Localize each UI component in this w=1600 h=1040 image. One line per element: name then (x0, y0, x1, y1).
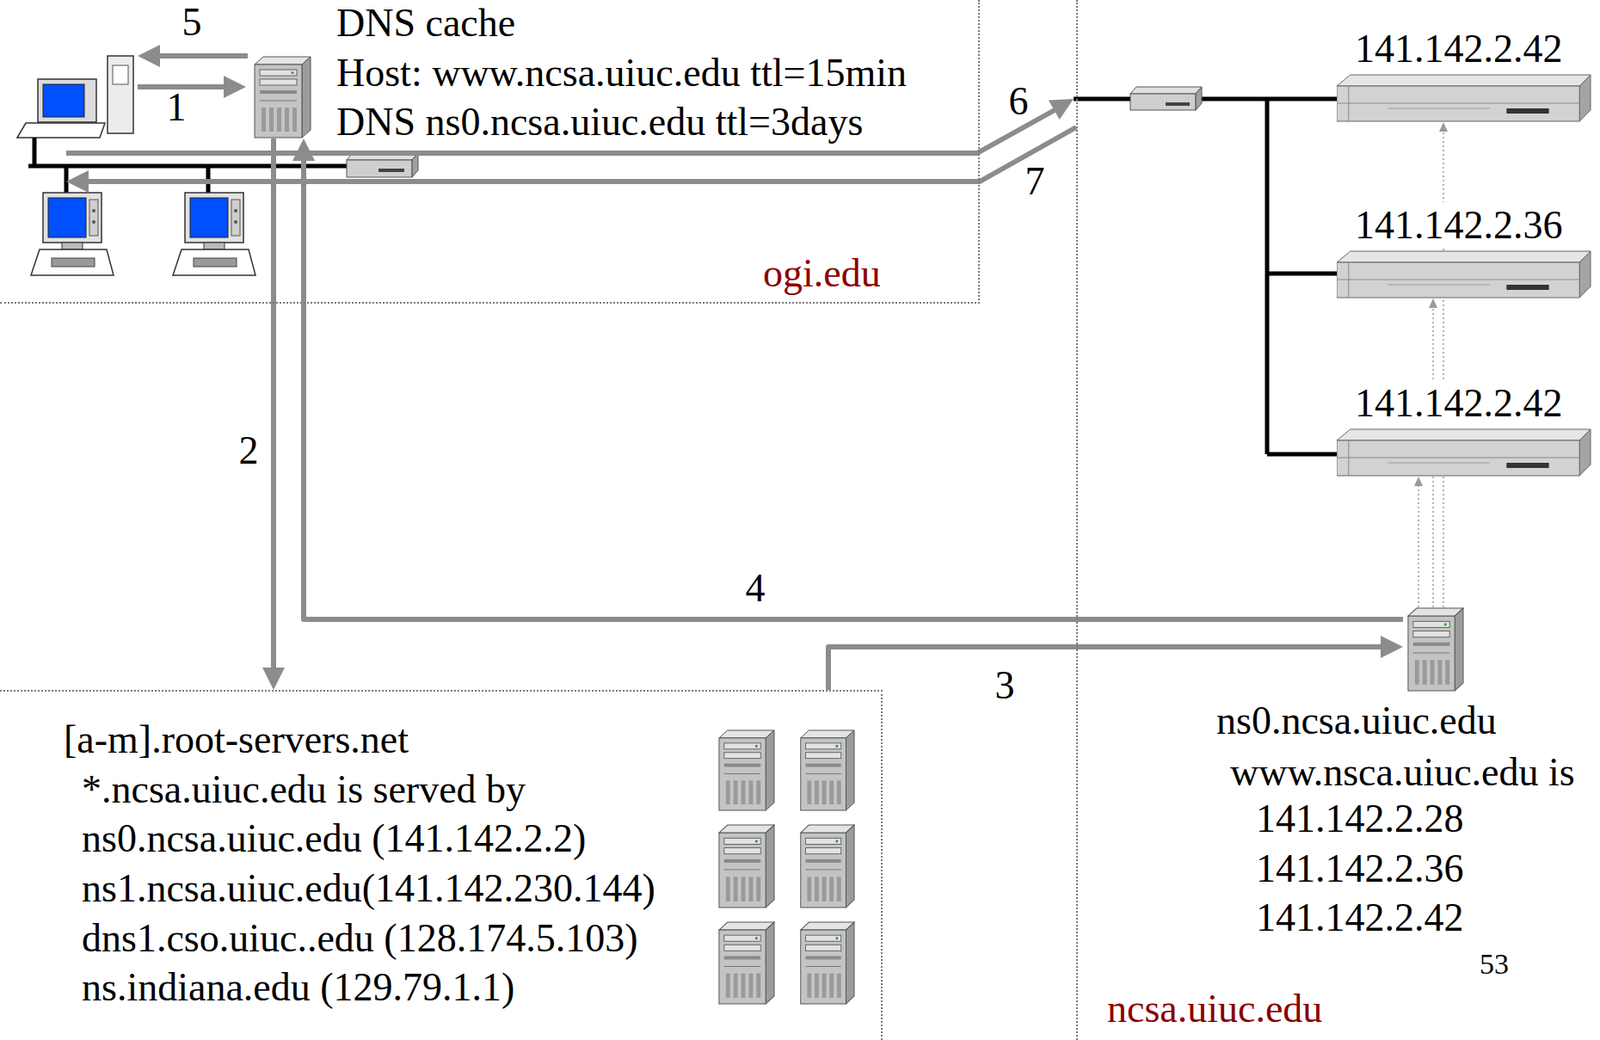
arrowhead (1428, 298, 1438, 308)
router-side (1195, 86, 1202, 111)
dotted-connector (1417, 484, 1420, 608)
router-top (1130, 86, 1202, 94)
connector-group (1414, 476, 1423, 608)
region-label: ncsa.uiuc.edu (1107, 985, 1323, 1033)
dns-record: www.nsca.uiuc.edu is (1230, 749, 1576, 796)
network-region: ncsa.uiuc.edu141.142.2.42141.142.2.36141… (1076, 0, 1600, 1040)
connector-group (262, 138, 285, 690)
step-number: 5 (182, 2, 203, 43)
web-server: 141.142.2.42 (1336, 428, 1592, 477)
dns-record: ns0.ncsa.uiuc.edu (1216, 697, 1497, 745)
network-wire (64, 166, 69, 193)
desktop-computer (172, 192, 256, 276)
arrowhead (262, 667, 285, 690)
router-slot (1165, 102, 1190, 106)
remote-network (1073, 86, 1337, 455)
web-server: 141.142.2.42 (1336, 73, 1592, 123)
desktop-computer (30, 192, 114, 276)
root-zone-record: ns1.ncsa.uiuc.edu(141.142.230.144) (81, 865, 656, 912)
network-wire (1073, 97, 1131, 102)
root-zone-record: ns0.ncsa.uiuc.edu (141.142.2.2) (81, 815, 586, 862)
dns-cache-entry: Host: www.ncsa.uiuc.edu ttl=15min (336, 49, 907, 97)
dns-record: 141.142.2.42 (1255, 894, 1465, 942)
root-server (719, 824, 775, 908)
root-zone-record: dns1.cso.uiuc..edu (128.174.5.103) (81, 915, 638, 962)
network-wire (32, 137, 37, 167)
root-server (800, 824, 855, 908)
network-region: ogi.edu DNS cacheHost: www.ncsa.uiuc.edu … (0, 0, 980, 304)
client-tower (107, 55, 134, 134)
web-server: 141.142.2.36 (1336, 250, 1592, 299)
step-number: 1 (166, 87, 187, 128)
dns-cache-entry: DNS ns0.ncsa.uiuc.edu ttl=3days (336, 98, 863, 146)
web-server-icon (1336, 73, 1592, 123)
step-number: 7 (1025, 161, 1046, 202)
local-network (28, 137, 419, 276)
root-zone-record: *.ncsa.uiuc.edu is served by (81, 766, 526, 813)
arrowhead (292, 138, 315, 161)
dns-cache-entry: DNS cache (336, 0, 516, 47)
root-server (800, 730, 855, 811)
connector-group (1439, 122, 1448, 608)
root-server (719, 730, 775, 811)
query-arrow (270, 138, 277, 670)
router (346, 160, 413, 178)
flow-arrow (158, 53, 248, 59)
step-number: 4 (745, 568, 766, 609)
name-server-icon (1403, 607, 1465, 692)
root-server (800, 922, 855, 1004)
flow-arrows (66, 44, 1077, 193)
region-label: ogi.edu (763, 250, 881, 297)
step-number: 3 (995, 665, 1016, 706)
arrowhead (137, 44, 160, 68)
root-servers (719, 730, 855, 1004)
arrowhead (1048, 98, 1074, 120)
router-side (412, 153, 419, 178)
name-server-drawing (1408, 608, 1464, 691)
step-number: 6 (1009, 81, 1029, 122)
network-wire (28, 164, 347, 169)
root-server (719, 922, 775, 1004)
root-server-region: [a-m].root-servers.net*.ncsa.uiuc.edu is… (0, 689, 883, 1040)
client-keyboard (17, 123, 105, 138)
router (1130, 93, 1196, 111)
client-screen (43, 84, 85, 117)
client-drive (112, 65, 129, 85)
arrowhead (1414, 476, 1423, 487)
page-number: 53 (1479, 949, 1509, 979)
connector-group (828, 635, 1404, 690)
router-slot (378, 168, 405, 173)
step-number: 2 (239, 430, 259, 471)
dns-record: 141.142.2.36 (1255, 845, 1465, 893)
query-arrow (828, 646, 1383, 690)
ip-address: 141.142.2.42 (1354, 380, 1564, 427)
network-wire (1267, 452, 1337, 457)
arrowhead (223, 75, 247, 99)
root-zone-record: ns.indiana.edu (129.79.1.1) (81, 964, 515, 1011)
web-server-drawing (1336, 251, 1591, 298)
dns-server: DNS cacheHost: www.ncsa.uiuc.edu ttl=15m… (249, 55, 312, 139)
dns-record: 141.142.2.28 (1255, 795, 1465, 843)
connector-group (292, 138, 1404, 620)
client-computer (17, 55, 134, 138)
web-server-drawing (1336, 74, 1591, 122)
root-zone-record: [a-m].root-servers.net (63, 716, 409, 764)
web-server-icon (1336, 428, 1592, 477)
ip-address: 141.142.2.36 (1354, 202, 1564, 249)
arrowhead (1380, 635, 1404, 659)
dns-server-icon (249, 55, 312, 139)
web-server-icon (1336, 250, 1592, 299)
web-server-drawing (1336, 429, 1591, 476)
arrowhead (66, 170, 89, 193)
ip-address: 141.142.2.42 (1354, 25, 1564, 73)
client-monitor (37, 79, 97, 123)
arrowhead (1439, 122, 1448, 132)
network-wire (1267, 271, 1337, 277)
network-wire (1265, 98, 1270, 455)
query-arrow (303, 159, 1404, 620)
name-server: ns0.ncsa.uiuc.eduwww.nsca.uiuc.edu is141… (1403, 607, 1465, 692)
dns-server-drawing (254, 56, 311, 138)
